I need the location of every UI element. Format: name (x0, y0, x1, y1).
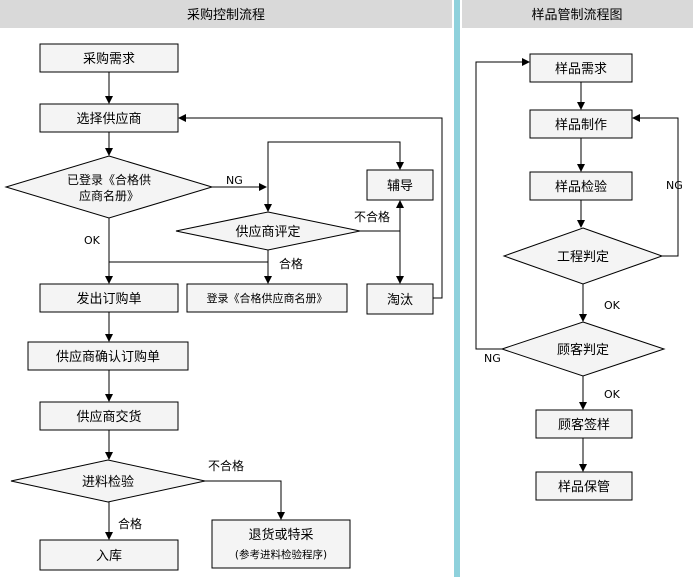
arrow-customer-ng (475, 58, 530, 350)
label-ng-engineering: NG (666, 179, 683, 192)
supplier-confirm-po-box (27, 341, 189, 371)
customer-signoff-box (535, 409, 633, 439)
label-ok-customer: OK (604, 388, 621, 401)
customer-judgement-label: 顾客判定 (557, 342, 609, 358)
incoming-inspection-diamond (10, 459, 206, 503)
registered-check-label-line1: 已登录《合格供 (67, 172, 151, 187)
tutoring-label: 辅导 (387, 179, 413, 194)
label-ng-customer: NG (484, 352, 501, 365)
registered-check-label-line2: 应商名册》 (79, 188, 139, 203)
label-fail-eval: 不合格 (354, 209, 390, 224)
sample-demand-label: 样品需求 (555, 62, 607, 77)
supplier-delivery-label: 供应商交货 (76, 409, 141, 425)
register-qualified-label: 登录《合格供应商名册》 (207, 291, 328, 305)
supplier-delivery-box (39, 401, 179, 431)
supplier-confirm-po-label: 供应商确认订购单 (56, 349, 160, 365)
return-or-concession-label-line1: 退货或特采 (248, 527, 313, 543)
label-ng-left: NG (226, 174, 243, 187)
sample-demand-box (529, 53, 633, 83)
register-qualified-box (186, 283, 348, 313)
warehouse-in-label: 入库 (96, 548, 122, 564)
incoming-inspection-label: 进料检验 (82, 474, 134, 490)
label-pass-inspection: 合格 (118, 516, 142, 531)
supplier-evaluation-label: 供应商评定 (235, 224, 300, 240)
label-fail-inspection: 不合格 (208, 458, 244, 473)
arrow-eliminate-back-to-select (178, 114, 443, 299)
purchase-demand-label: 采购需求 (83, 51, 135, 67)
eliminate-box (366, 283, 434, 315)
label-ok-left: OK (84, 234, 101, 247)
arrow-engineering-ng (632, 114, 679, 257)
sample-storage-box (535, 471, 633, 501)
eliminate-label: 淘汰 (387, 293, 413, 308)
return-or-concession-label-line2: (参考进料检验程序) (235, 548, 327, 561)
sample-storage-label: 样品保管 (558, 480, 610, 495)
tutoring-box (366, 169, 434, 201)
issue-po-label: 发出订购单 (76, 291, 141, 307)
sample-making-label: 样品制作 (555, 118, 607, 133)
right-panel-title: 样品管制流程图 (531, 8, 622, 23)
label-pass-eval: 合格 (279, 256, 303, 271)
sample-inspection-label: 样品检验 (555, 179, 607, 195)
label-ok-engineering: OK (604, 299, 621, 312)
engineering-judgement-label: 工程判定 (557, 250, 609, 265)
arrow-to-tutoring (267, 141, 404, 187)
right-panel-header (462, 0, 693, 28)
customer-signoff-label: 顾客签样 (558, 417, 610, 433)
select-supplier-label: 选择供应商 (76, 111, 141, 127)
left-panel-header (0, 0, 452, 28)
left-panel-title: 采购控制流程 (187, 7, 265, 23)
registered-check-diamond (4, 155, 214, 219)
warehouse-in-box (39, 539, 179, 571)
issue-po-box (39, 283, 179, 313)
return-or-concession-box (211, 519, 351, 569)
select-supplier-box (39, 103, 179, 133)
arrow-inspection-fail (205, 480, 285, 520)
